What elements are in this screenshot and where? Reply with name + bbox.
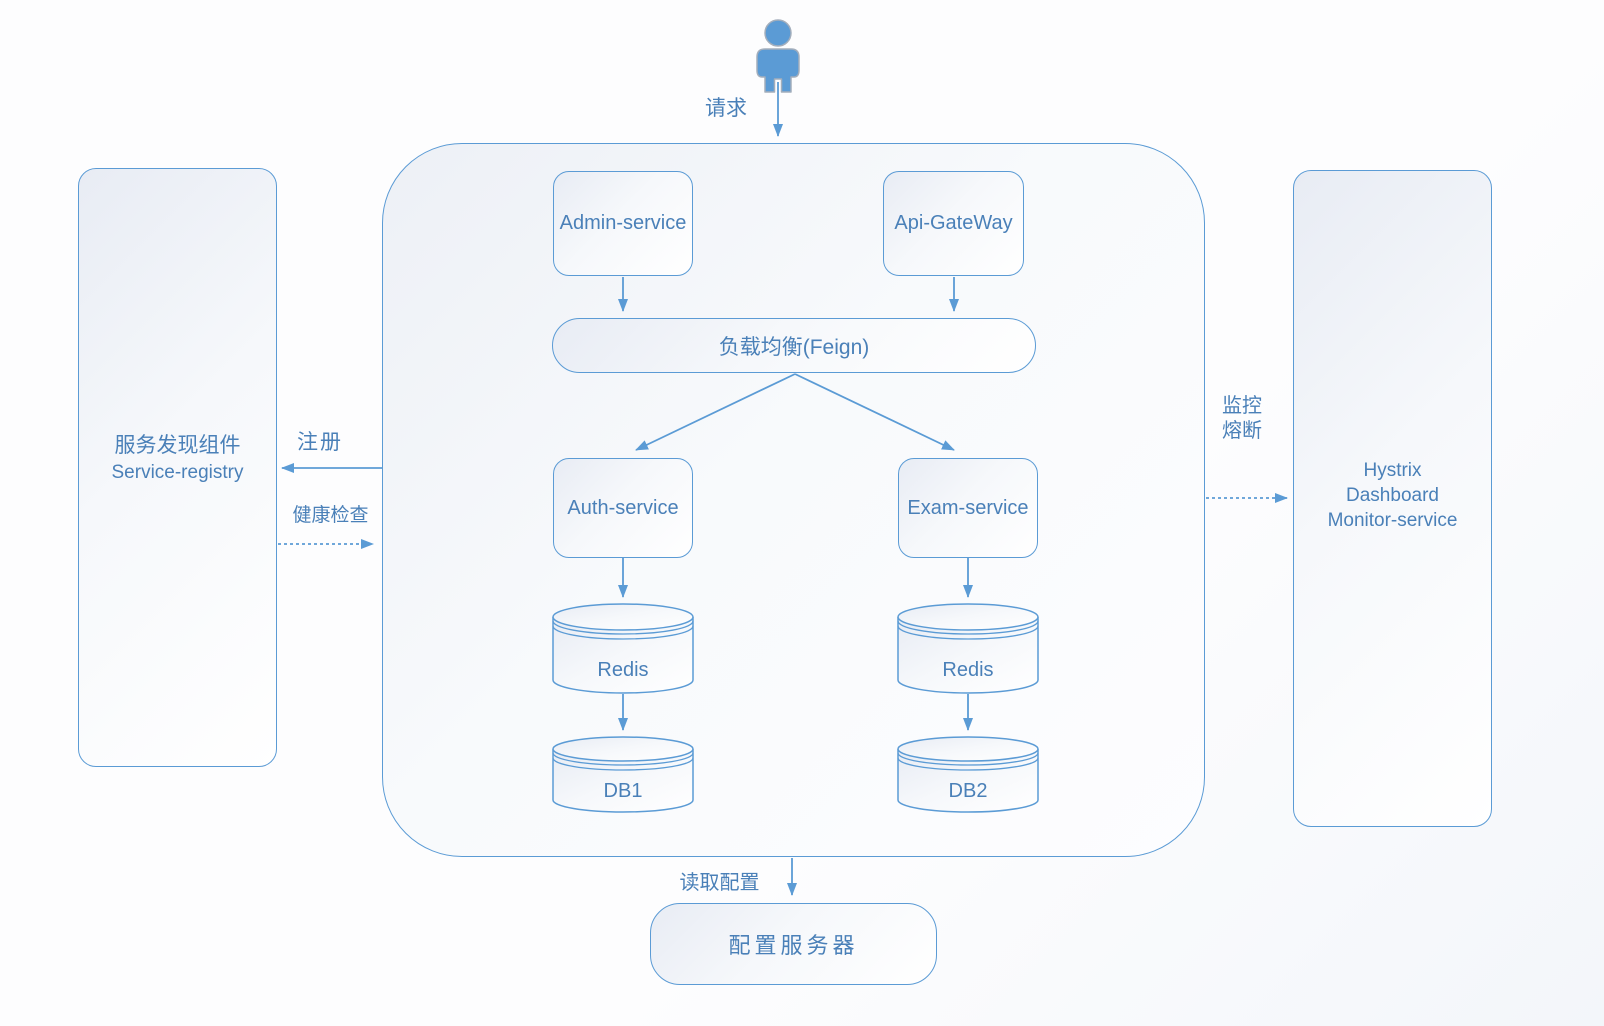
user-icon bbox=[756, 19, 800, 93]
hystrix-panel-title: Hystrix Dashboard Monitor-service bbox=[1293, 458, 1492, 533]
redis-right-label: Redis bbox=[942, 659, 994, 681]
microservice-cluster-container bbox=[382, 143, 1205, 857]
config-server-label: 配置服务器 bbox=[728, 933, 859, 958]
monitor-label: 监控 bbox=[1222, 395, 1262, 417]
service-registry-panel bbox=[78, 168, 277, 767]
api-gateway-node: Api-GateWay bbox=[883, 171, 1024, 276]
load-balancer-node: 负载均衡(Feign) bbox=[552, 318, 1036, 373]
circuit-break-label: 熔断 bbox=[1222, 420, 1262, 442]
service-registry-title-cn: 服务发现组件 bbox=[114, 434, 241, 457]
hystrix-title-line2: Dashboard bbox=[1346, 485, 1439, 506]
api-gateway-label: Api-GateWay bbox=[894, 212, 1013, 234]
service-registry-title-en: Service-registry bbox=[111, 462, 244, 483]
admin-service-label: Admin-service bbox=[559, 212, 687, 234]
auth-service-label: Auth-service bbox=[567, 496, 679, 519]
health-check-label: 健康检查 bbox=[292, 505, 369, 526]
monitor-circuit-label: 监控 熔断 bbox=[1214, 394, 1270, 444]
exam-service-node: Exam-service bbox=[898, 458, 1038, 558]
db1-label: DB1 bbox=[603, 780, 643, 802]
register-label: 注册 bbox=[297, 431, 343, 454]
service-registry-title: 服务发现组件 Service-registry bbox=[78, 432, 277, 486]
auth-service-node: Auth-service bbox=[553, 458, 693, 558]
exam-service-label: Exam-service bbox=[907, 496, 1029, 519]
hystrix-title-line3: Monitor-service bbox=[1327, 510, 1458, 531]
admin-service-node: Admin-service bbox=[553, 171, 693, 276]
read-config-label: 读取配置 bbox=[679, 872, 760, 894]
load-balancer-label: 负载均衡(Feign) bbox=[718, 335, 870, 359]
db2-label: DB2 bbox=[948, 780, 988, 802]
hystrix-monitor-panel bbox=[1293, 170, 1492, 827]
redis-left-label: Redis bbox=[597, 659, 649, 681]
hystrix-title-line1: Hystrix bbox=[1363, 460, 1422, 481]
config-server-node: 配置服务器 bbox=[650, 903, 937, 985]
request-label: 请求 bbox=[705, 97, 747, 120]
